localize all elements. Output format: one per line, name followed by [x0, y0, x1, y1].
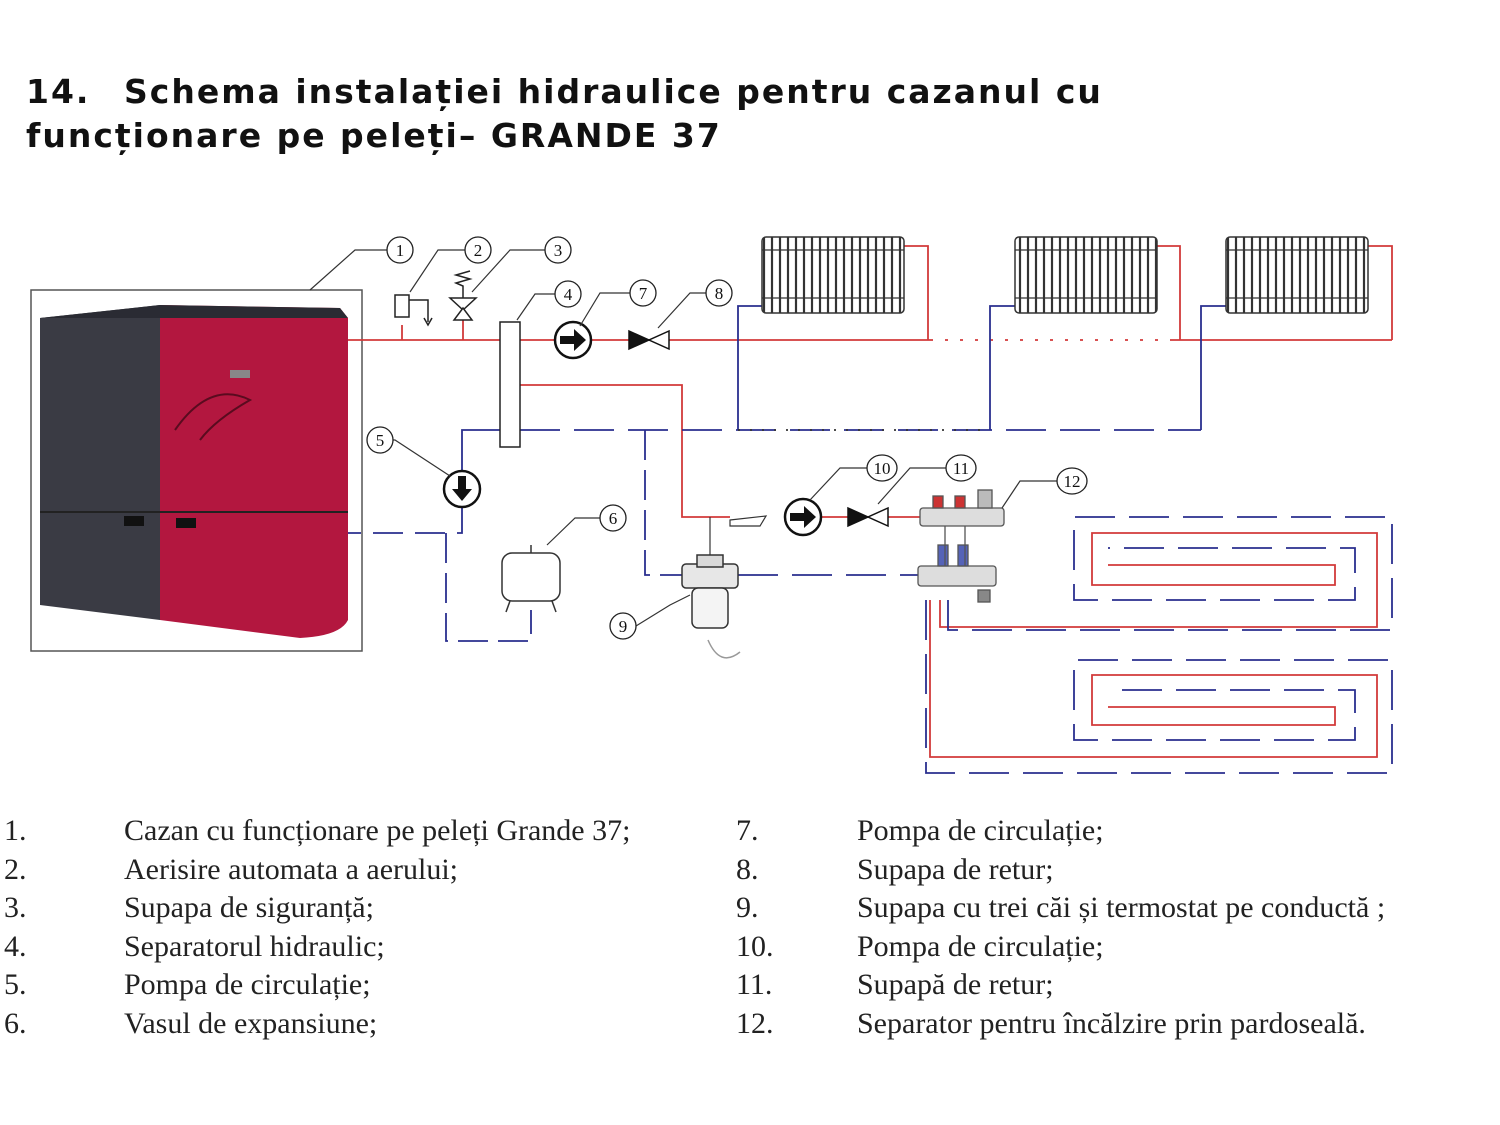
title-line-1: Schema instalației hidraulice pentru caz…	[124, 72, 1103, 111]
legend-item: 10. Pompa de circulație;	[736, 928, 1385, 967]
callout-6: 6	[609, 509, 618, 528]
callout-7: 7	[639, 284, 648, 303]
air-vent-icon	[394, 294, 433, 327]
legend-item: 1. Cazan cu funcționare pe peleți Grande …	[4, 812, 630, 851]
legend-item: 7. Pompa de circulație;	[736, 812, 1385, 851]
legend-text: Pompa de circulație;	[857, 929, 1104, 963]
legend-left: 1. Cazan cu funcționare pe peleți Grande …	[4, 812, 630, 1044]
title-line-2: funcționare pe peleți– GRANDE 37	[26, 116, 722, 155]
legend-number: 10.	[736, 929, 774, 963]
legend-number: 12.	[736, 1006, 774, 1040]
legend-item: 9. Supapa cu trei căi și termostat pe con…	[736, 889, 1385, 928]
legend-item: 6. Vasul de expansiune;	[4, 1005, 630, 1044]
callout-1: 1	[396, 241, 405, 260]
callout-4: 4	[564, 285, 573, 304]
legend-text: Pompa de circulație;	[124, 968, 371, 1002]
legend-text: Supapa cu trei căi și termostat pe condu…	[857, 891, 1386, 925]
legend-number: 2.	[4, 852, 27, 886]
expansion-vessel-icon	[501, 545, 561, 613]
boiler-icon	[30, 289, 363, 652]
callout-10: 10	[874, 459, 891, 478]
check-valve-icon	[628, 329, 670, 351]
callout-9: 9	[619, 617, 628, 636]
legend-item: 3. Supapa de siguranță;	[4, 889, 630, 928]
legend-text: Separator pentru încălzire prin pardosea…	[857, 1006, 1366, 1040]
legend-text: Vasul de expansiune;	[124, 1006, 378, 1040]
radiator-icon	[761, 236, 905, 314]
legend-item: 2. Aerisire automata a aerului;	[4, 851, 630, 890]
legend-number: 9.	[736, 891, 759, 925]
legend-number: 6.	[4, 1006, 27, 1040]
manifold-icon	[917, 489, 1005, 603]
legend-number: 5.	[4, 968, 27, 1002]
legend-number: 4.	[4, 929, 27, 963]
check-valve-icon	[847, 506, 889, 528]
pump-icon	[783, 497, 823, 537]
radiator-icon	[1225, 236, 1369, 314]
legend-number: 1.	[4, 814, 27, 847]
legend-item: 8. Supapa de retur;	[736, 851, 1385, 890]
pump-icon	[553, 320, 593, 360]
thermostat-sensor-icon	[729, 515, 768, 527]
three-way-valve-icon	[681, 554, 741, 659]
legend-item: 4. Separatorul hidraulic;	[4, 928, 630, 967]
legend-right: 7. Pompa de circulație; 8. Supapa de retur…	[736, 812, 1385, 1044]
legend-item: 5. Pompa de circulație;	[4, 966, 630, 1005]
callout-markers	[366, 236, 1088, 640]
legend-number: 7.	[736, 814, 759, 847]
legend-text: Aerisire automata a aerului;	[124, 852, 459, 886]
legend-number: 8.	[736, 852, 759, 886]
legend-text: Supapa de siguranță;	[124, 891, 374, 925]
callout-3: 3	[554, 241, 563, 260]
callout-2: 2	[474, 241, 483, 260]
legend-item: 11. Supapă de retur;	[736, 966, 1385, 1005]
legend-item: 12. Separator pentru încălzire prin pardo…	[736, 1005, 1385, 1044]
legend-number: 3.	[4, 891, 27, 925]
legend-number: 11.	[736, 968, 773, 1002]
hydraulic-separator-icon	[499, 321, 521, 448]
callout-12: 12	[1064, 472, 1081, 491]
callout-11: 11	[953, 459, 969, 478]
page-title: 14. Schema instalației hidraulice pentru …	[26, 70, 1466, 158]
pump-icon	[442, 469, 482, 509]
section-number: 14.	[26, 72, 91, 111]
callout-8: 8	[715, 284, 724, 303]
hydraulic-diagram: 1 2 3 4 5 6 7 8 9 10 11 12	[30, 236, 1393, 774]
callout-leaders	[309, 249, 1057, 627]
legend-text: Pompa de circulație;	[857, 814, 1104, 847]
legend-text: Supapa de retur;	[857, 852, 1054, 886]
legend-text: Separatorul hidraulic;	[124, 929, 385, 963]
callout-5: 5	[376, 431, 385, 450]
legend-text: Cazan cu funcționare pe peleți Grande 37…	[124, 814, 631, 847]
return-pipes	[348, 305, 1393, 774]
radiator-icon	[1014, 236, 1158, 314]
safety-valve-icon	[448, 270, 478, 321]
legend-text: Supapă de retur;	[857, 968, 1054, 1002]
